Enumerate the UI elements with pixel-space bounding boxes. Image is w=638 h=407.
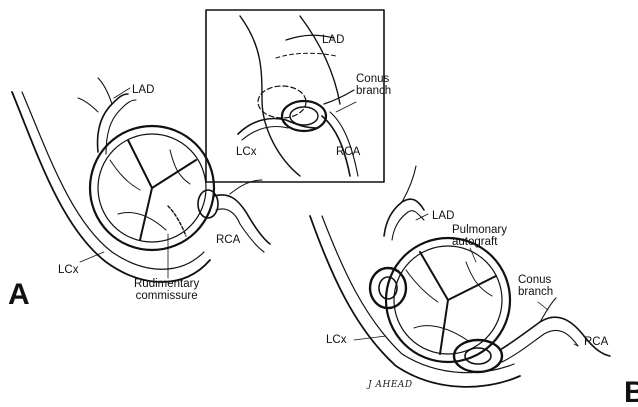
panel-b-label-lcx: LCx — [326, 334, 346, 346]
panel-a-label-rca: RCA — [216, 234, 240, 246]
panel-a-lad-twig — [78, 98, 98, 112]
panel-a-lcx-outer — [12, 92, 210, 282]
panel-b-commissure-lines — [420, 252, 496, 354]
panel-b-lad — [384, 199, 424, 236]
panel-b-lad-leader — [416, 214, 428, 220]
inset-label-rca: RCA — [336, 146, 360, 158]
inset-lcx-edge — [242, 127, 288, 141]
panel-b-label-lad: LAD — [432, 210, 454, 222]
panel-b-label-pulmonary-autograft: Pulmonary autograft — [452, 224, 507, 248]
inset-label-lad: LAD — [322, 34, 344, 46]
panel-a-label-lad: LAD — [132, 84, 154, 96]
inset-label-conus-branch: Conus branch — [356, 73, 391, 97]
inset-lad-hidden — [276, 53, 336, 58]
panel-a-leaflet-hatch-1 — [110, 160, 140, 190]
inset-conus-leader — [336, 102, 356, 112]
panel-b-label-conus-branch: Conus branch — [518, 274, 553, 298]
inset-label-lcx: LCx — [236, 146, 256, 158]
panel-b-drawing — [310, 166, 610, 387]
panel-a-label-lcx: LCx — [58, 264, 78, 276]
panel-a-letter: A — [8, 280, 30, 310]
inset-rca-edge — [330, 112, 358, 176]
artist-signature: J AHEAD — [368, 380, 413, 390]
panel-b-letter: B — [624, 378, 638, 407]
panel-a-commissure-lines — [128, 140, 196, 240]
panel-b-label-rca: RCA — [584, 336, 608, 348]
panel-a-lad-leader — [114, 88, 130, 98]
panel-a-lad-side-branch — [98, 78, 112, 104]
panel-a-lad — [98, 94, 128, 152]
inset-vessel-right-edge — [300, 16, 340, 104]
panel-b-lad-branch — [402, 166, 416, 202]
panel-b-autograft-leader — [470, 248, 476, 262]
panel-b-rca-edge — [502, 330, 578, 362]
panel-a-drawing — [12, 78, 270, 282]
panel-a-leaflet-hatch-2 — [170, 150, 190, 184]
panel-b-conus-leader — [538, 302, 548, 310]
panel-b-right-button-lumen — [465, 348, 491, 364]
panel-a-label-rudimentary-commissure: Rudimentary commissure — [134, 278, 199, 302]
panel-b-lad-edge — [392, 211, 424, 240]
